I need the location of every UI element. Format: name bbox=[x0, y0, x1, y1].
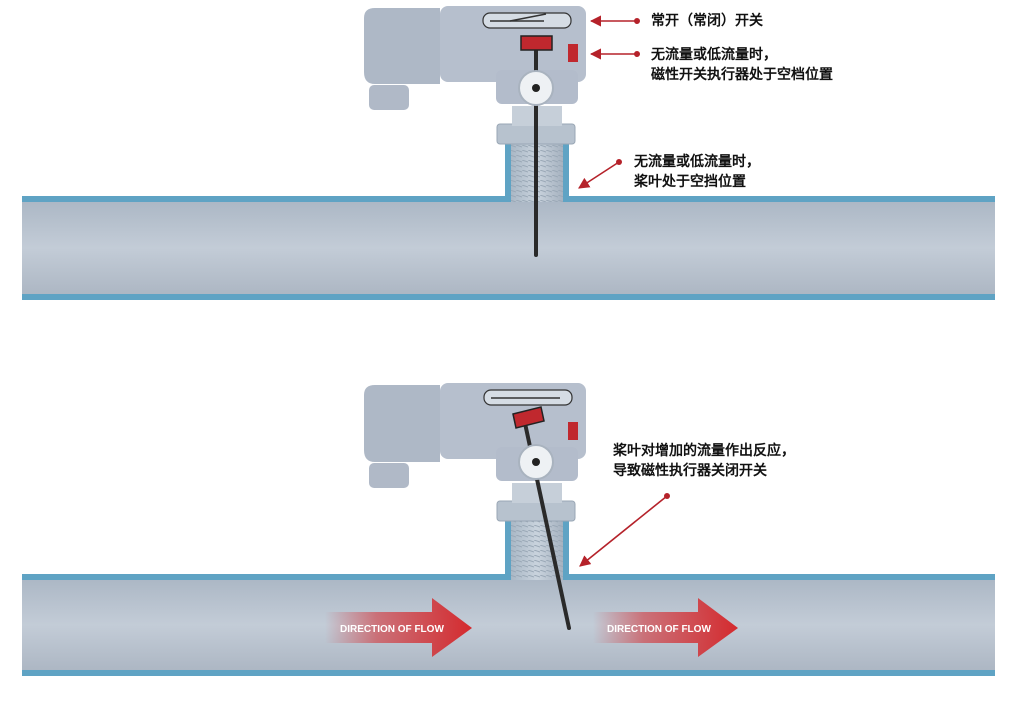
callout-flow-label-line2: 导致磁性执行器关闭开关 bbox=[613, 463, 767, 479]
callout-flow-label-line1: 桨叶对增加的流量作出反应， bbox=[613, 443, 795, 459]
callout-paddle-label-line1: 无流量或低流量时， bbox=[634, 154, 760, 170]
callouts-top bbox=[578, 15, 640, 189]
callout-actuator-label-line2: 磁性开关执行器处于空档位置 bbox=[651, 67, 833, 83]
pipe-bottom bbox=[22, 574, 995, 676]
switch-housing-bottom bbox=[364, 383, 586, 488]
pipe-top bbox=[22, 196, 995, 300]
flow-arrow-right bbox=[593, 598, 738, 657]
callout-switch-label: 常开（常闭）开关 bbox=[651, 13, 763, 29]
callout-bottom bbox=[579, 493, 670, 567]
paddle-top bbox=[518, 35, 554, 257]
top-panel bbox=[22, 6, 995, 300]
flow-label-right: DIRECTION OF FLOW bbox=[607, 624, 711, 635]
switch-housing-top bbox=[364, 6, 586, 110]
paddle-bottom bbox=[512, 406, 571, 630]
flow-arrow-left bbox=[325, 598, 472, 657]
fitting-bottom bbox=[496, 483, 576, 580]
flow-label-left: DIRECTION OF FLOW bbox=[340, 624, 444, 635]
callout-actuator-label-line1: 无流量或低流量时， bbox=[651, 47, 777, 63]
bottom-panel: DIRECTION OF FLOW DIRECTION OF FLOW bbox=[22, 383, 995, 676]
callout-paddle-label-line2: 桨叶处于空挡位置 bbox=[634, 174, 746, 190]
